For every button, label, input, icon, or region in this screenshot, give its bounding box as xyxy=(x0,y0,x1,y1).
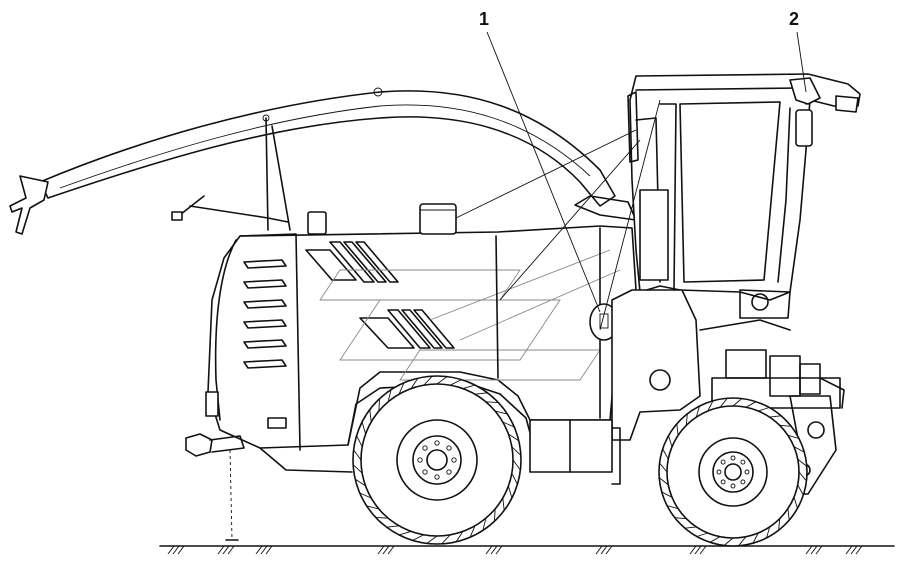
discharge-spout xyxy=(9,87,637,235)
cab xyxy=(627,73,861,301)
callout-label-2: 2 xyxy=(789,9,800,29)
antenna xyxy=(262,114,291,231)
ground xyxy=(159,545,895,555)
engine-body xyxy=(205,203,637,451)
callout-2-leaders xyxy=(796,31,807,93)
callout-1-leaders xyxy=(486,31,601,313)
callout-label-1: 1 xyxy=(479,9,490,29)
rear-wheel xyxy=(352,375,522,545)
reference-lines xyxy=(455,99,661,331)
front-wheel xyxy=(658,397,808,547)
front-chassis xyxy=(611,289,845,495)
mirror-arm xyxy=(171,195,289,223)
rear-hitch xyxy=(185,433,245,541)
center-frame xyxy=(259,419,621,485)
